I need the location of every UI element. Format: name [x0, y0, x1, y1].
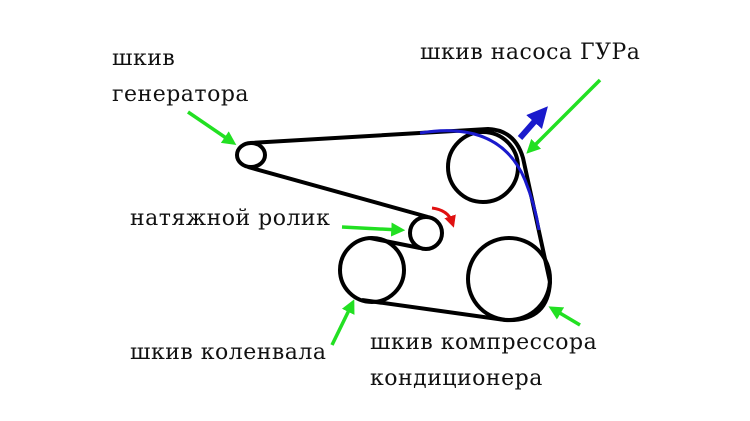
pump-pulley: [446, 130, 520, 204]
pump-label: шкив насоса ГУРа: [420, 40, 641, 65]
rotation-arrow-icon: [431, 206, 456, 228]
tensioner-pointer-arrow-icon: [341, 222, 406, 237]
generator-pointer-arrow-icon: [187, 110, 237, 145]
generator-pulley: [235, 141, 267, 169]
movement-arrow-icon: [517, 106, 548, 140]
pump-pointer-arrow-icon: [526, 78, 602, 154]
belt: [247, 126, 553, 323]
crankshaft-pointer-arrow-icon: [330, 299, 355, 346]
tensioner-label: натяжной ролик: [130, 206, 331, 231]
compressor-pulley: [466, 236, 552, 322]
generator-label-line1: шкив: [112, 46, 176, 71]
compressor-label-line1: шкив компрессора: [370, 330, 598, 355]
crankshaft-label: шкив коленвала: [130, 340, 327, 365]
compressor-pointer-arrow-icon: [548, 306, 581, 327]
generator-label-line2: генератора: [112, 82, 250, 107]
belt-highlight: [419, 129, 541, 231]
tensioner-pulley: [408, 215, 444, 251]
crankshaft-pulley: [338, 236, 406, 304]
compressor-label-line2: кондиционера: [370, 366, 543, 391]
